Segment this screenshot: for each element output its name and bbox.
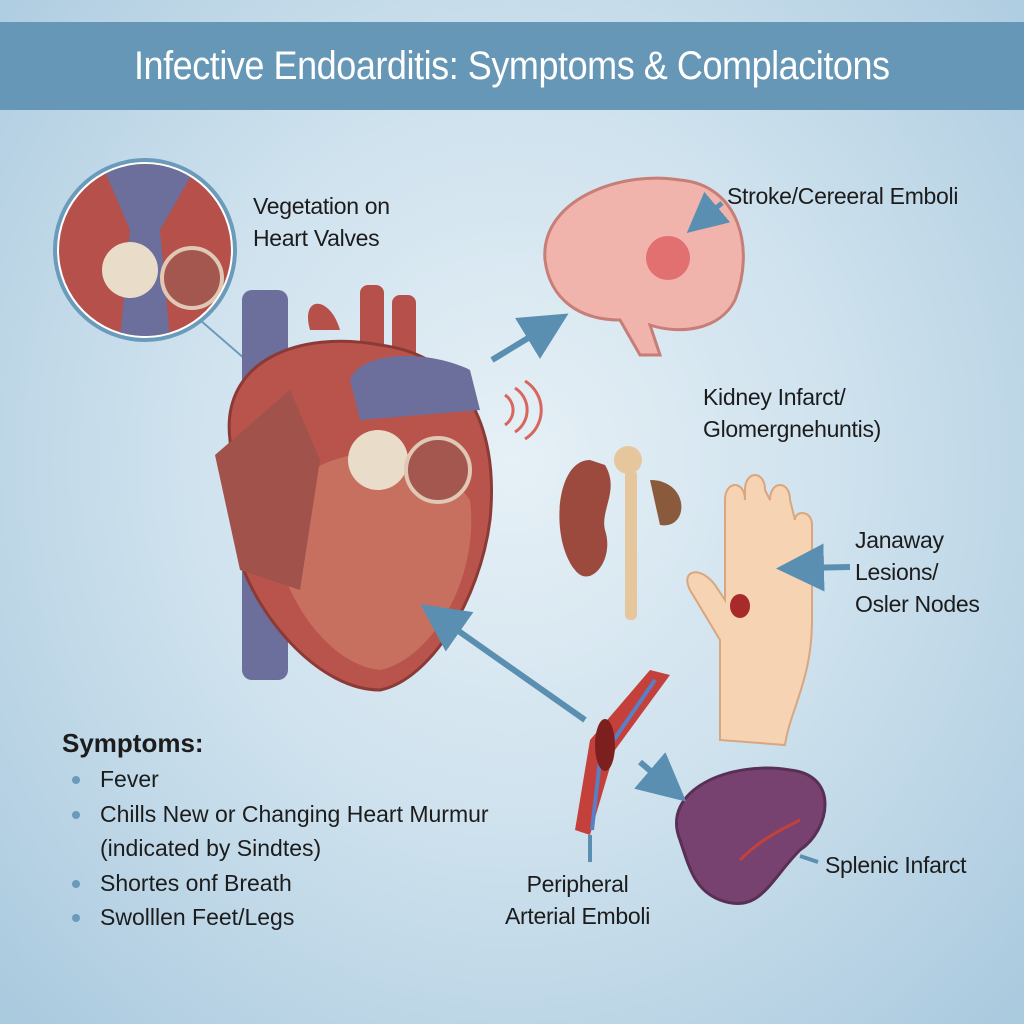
arrow-to-spleen: [634, 752, 687, 802]
valve-vegetation-inset: [53, 158, 276, 386]
arrows: [420, 191, 851, 864]
bullet-icon: [72, 810, 80, 819]
arrow-stroke-label: [686, 191, 731, 233]
arrow-janeway: [776, 543, 851, 592]
peripheral-label: Peripheral Arterial Emboli: [490, 868, 665, 932]
kidney-label: Kidney Infarct/ Glomergnehuntis): [703, 381, 881, 445]
arrow-to-heart: [420, 604, 587, 723]
bullet-icon: [72, 914, 80, 922]
brain-illustration: [543, 176, 745, 357]
arrow-to-brain: [490, 313, 569, 363]
vegetation-label-line: Vegetation on: [253, 193, 390, 219]
heart-illustration: [215, 285, 543, 692]
vegetation-label: Vegetation on Heart Valves: [253, 190, 390, 254]
symptom-text: Fever: [100, 766, 159, 792]
kidney-label-line: Glomergnehuntis): [703, 416, 882, 442]
symptom-item: Shortes onf Breath: [72, 866, 489, 901]
symptom-text: Swolllen Feet/Legs: [100, 904, 295, 930]
kidney-illustration: [559, 446, 682, 620]
symptom-text: Shortes onf Breath: [100, 869, 292, 896]
symptom-item: Fever: [72, 762, 489, 797]
symptoms-heading: Symptoms:: [62, 728, 204, 758]
bullet-icon: [72, 879, 80, 888]
peripheral-label-line: Peripheral: [526, 871, 629, 897]
symptom-text: Chills New or Changing Heart Murmur: [100, 800, 489, 827]
janeway-label-line: Lesions/: [855, 559, 939, 585]
hand-illustration: [686, 474, 813, 747]
vegetation-label-line: Heart Valves: [253, 225, 380, 251]
bullet-icon: [72, 776, 80, 784]
symptom-item: Swolllen Feet/Legs: [72, 900, 489, 935]
spleen-pointer: [799, 854, 819, 864]
janeway-label-line: Osler Nodes: [855, 591, 980, 617]
artery-illustration: [575, 670, 670, 835]
symptoms-list: Fever Chills New or Changing Heart Murmu…: [72, 762, 489, 935]
page-title: Infective Endoarditis: Symptoms & Compla…: [134, 43, 890, 88]
kidney-label-line: Kidney Infarct/: [703, 384, 846, 410]
janeway-label: Janaway Lesions/ Osler Nodes: [855, 524, 980, 620]
spleen-illustration: [675, 766, 827, 906]
title-bar: Infective Endoarditis: Symptoms & Compla…: [0, 22, 1024, 110]
stroke-label: Stroke/Cereeral Emboli: [727, 183, 959, 209]
symptom-item: Chills New or Changing Heart Murmur: [72, 797, 489, 832]
peripheral-label-line: Arterial Emboli: [504, 903, 651, 929]
symptom-item-continuation: (indicated by Sindtes): [72, 831, 489, 866]
janeway-label-line: Janaway: [855, 527, 944, 553]
splenic-label: Splenic Infarct: [825, 852, 967, 878]
symptom-text: (indicated by Sindtes): [100, 835, 322, 861]
